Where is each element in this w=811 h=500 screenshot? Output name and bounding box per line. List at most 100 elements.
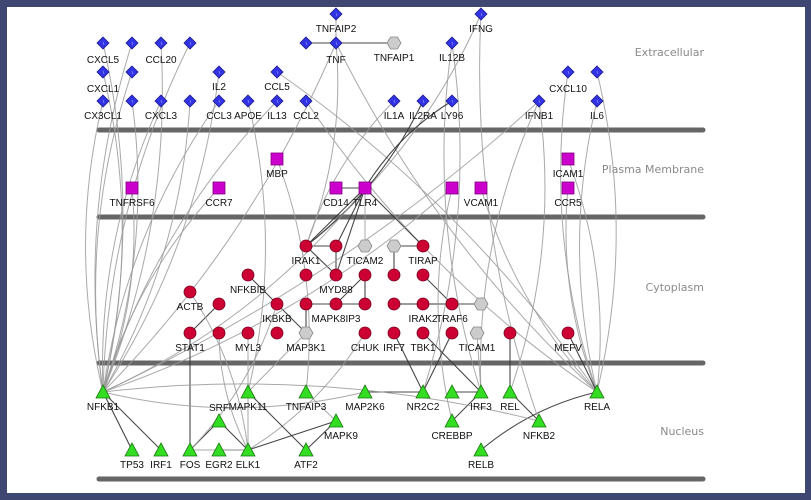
node-cxcl3[interactable]: CXCL3: [145, 94, 178, 122]
node-nfkb2[interactable]: NFKB2: [523, 413, 556, 442]
node-ccr7[interactable]: CCR7: [205, 181, 233, 209]
node-ifng[interactable]: IFNG: [469, 7, 493, 35]
node-c-ir1c[interactable]: [299, 268, 313, 282]
node-map2k6[interactable]: MAP2K6: [345, 384, 385, 413]
diamond-highlight: [335, 41, 338, 46]
node-label: MAPK8IP3: [312, 314, 361, 325]
node-c-m8a[interactable]: [299, 297, 313, 311]
node-elk1[interactable]: ELK1: [236, 442, 261, 471]
node-il2[interactable]: IL2: [212, 65, 226, 93]
node-il2ra[interactable]: IL2RA: [409, 94, 437, 122]
node-cxcl10[interactable]: CXCL10: [549, 65, 587, 95]
node-crebbp[interactable]: CREBBP: [431, 413, 473, 442]
node-e-c20b[interactable]: [183, 36, 197, 50]
node-c-tirb[interactable]: [387, 268, 401, 282]
node-c-tirc[interactable]: [416, 268, 430, 282]
node-mefv[interactable]: MEFV: [554, 326, 582, 354]
node-ccl2[interactable]: CCL2: [293, 94, 319, 122]
node-e-x3b[interactable]: [125, 94, 139, 108]
node-c-m8c[interactable]: [358, 297, 372, 311]
node-tnf[interactable]: TNF: [326, 36, 346, 66]
node-c-st2[interactable]: [212, 326, 226, 340]
node-nfkb1[interactable]: NFKB1: [87, 384, 120, 413]
node-icam1[interactable]: ICAM1: [553, 152, 584, 180]
node-c-ir1b[interactable]: [329, 239, 343, 253]
node-vcam1[interactable]: VCAM1: [464, 181, 499, 209]
node-e-c5b[interactable]: [125, 36, 139, 50]
node-myl3[interactable]: MYL3: [235, 326, 262, 354]
node-actb[interactable]: ACTB: [177, 285, 204, 313]
node-il13[interactable]: IL13: [267, 94, 287, 122]
node-mbp[interactable]: MBP: [266, 152, 288, 180]
node-cxcl1[interactable]: CXCL1: [87, 65, 120, 95]
node-tnfaip3[interactable]: TNFAIP3: [286, 384, 327, 413]
node-il1a[interactable]: IL1A: [384, 94, 405, 122]
node-c-traf6g[interactable]: [473, 297, 489, 311]
node-mapk9[interactable]: MAPK9: [324, 413, 358, 442]
node-c-lone[interactable]: [503, 326, 517, 340]
node-ikbkb[interactable]: IKBKB: [262, 297, 292, 325]
node-tnfaip2[interactable]: TNFAIP2: [316, 7, 357, 35]
node-c-irak2a[interactable]: [387, 297, 401, 311]
node-label: LY96: [441, 111, 464, 122]
node-ccl5[interactable]: CCL5: [264, 65, 290, 93]
node-apoe[interactable]: APOE: [234, 94, 262, 122]
node-cxcl5[interactable]: CXCL5: [87, 36, 120, 66]
node-ly96[interactable]: LY96: [441, 94, 464, 122]
node-tbk1[interactable]: TBK1: [410, 326, 436, 354]
node-egr2[interactable]: EGR2: [205, 442, 233, 471]
node-srf[interactable]: SRF: [209, 403, 229, 428]
node-myd88[interactable]: MYD88: [319, 268, 353, 296]
node-tnfaip1[interactable]: TNFAIP1: [374, 36, 415, 64]
node-irak1[interactable]: IRAK1: [292, 239, 321, 267]
node-ticam2[interactable]: TICAM2: [347, 239, 384, 267]
node-cx3cl1[interactable]: CX3CL1: [84, 94, 122, 122]
diamond-highlight: [189, 41, 192, 46]
node-e-x10b[interactable]: [590, 65, 604, 79]
node-tnfrsf6[interactable]: TNFRSF6: [110, 181, 155, 209]
node-irf1[interactable]: IRF1: [150, 442, 172, 471]
node-il12b[interactable]: IL12B: [439, 36, 465, 64]
node-mapk11[interactable]: MAPK11: [229, 384, 268, 413]
node-irak2[interactable]: IRAK2: [409, 297, 438, 325]
node-stat1[interactable]: STAT1: [175, 326, 205, 354]
node-n-irf3a[interactable]: [444, 384, 460, 399]
node-c-tirg[interactable]: [386, 239, 402, 253]
node-c-tic2b[interactable]: [358, 268, 372, 282]
node-p-vc[interactable]: [445, 181, 459, 195]
node-label: TICAM2: [347, 256, 384, 267]
node-e-c3b[interactable]: [183, 94, 197, 108]
node-c-actb2[interactable]: [212, 297, 226, 311]
triangle-icon: [124, 442, 140, 457]
node-e-x1b[interactable]: [125, 65, 139, 79]
node-rel[interactable]: REL: [500, 384, 520, 413]
node-tirap[interactable]: TIRAP: [408, 239, 438, 267]
node-relb[interactable]: RELB: [468, 442, 494, 471]
square-icon: [561, 181, 575, 195]
node-tlr4[interactable]: TLR4: [353, 181, 378, 209]
node-irf3[interactable]: IRF3: [470, 384, 492, 413]
node-c-ik2[interactable]: [270, 326, 284, 340]
node-ccr5[interactable]: CCR5: [554, 181, 582, 209]
node-irf7[interactable]: IRF7: [383, 326, 405, 354]
node-traf6[interactable]: TRAF6: [436, 297, 468, 325]
node-mapk8ip3[interactable]: MAPK8IP3: [312, 297, 361, 325]
node-nr2c2[interactable]: NR2C2: [407, 384, 440, 413]
node-map3k1[interactable]: MAP3K1: [286, 326, 326, 354]
node-ccl20[interactable]: CCL20: [145, 36, 177, 66]
node-label: VCAM1: [464, 198, 499, 209]
diamond-icon: [590, 65, 604, 79]
node-ccl3[interactable]: CCL3: [206, 94, 232, 122]
node-ticam1[interactable]: TICAM1: [459, 326, 496, 354]
node-rela[interactable]: RELA: [584, 384, 610, 413]
node-atf2[interactable]: ATF2: [294, 442, 318, 471]
node-nfkbib[interactable]: NFKBIB: [230, 268, 266, 296]
node-fos[interactable]: FOS: [180, 442, 201, 471]
node-il6[interactable]: IL6: [590, 94, 604, 122]
node-tp53[interactable]: TP53: [120, 442, 144, 471]
node-cd14[interactable]: CD14: [323, 181, 349, 209]
node-tnf-left[interactable]: [299, 36, 313, 50]
node-chuk[interactable]: CHUK: [351, 326, 380, 354]
node-c-tbk2[interactable]: [445, 326, 459, 340]
node-ifnb1[interactable]: IFNB1: [525, 94, 554, 122]
